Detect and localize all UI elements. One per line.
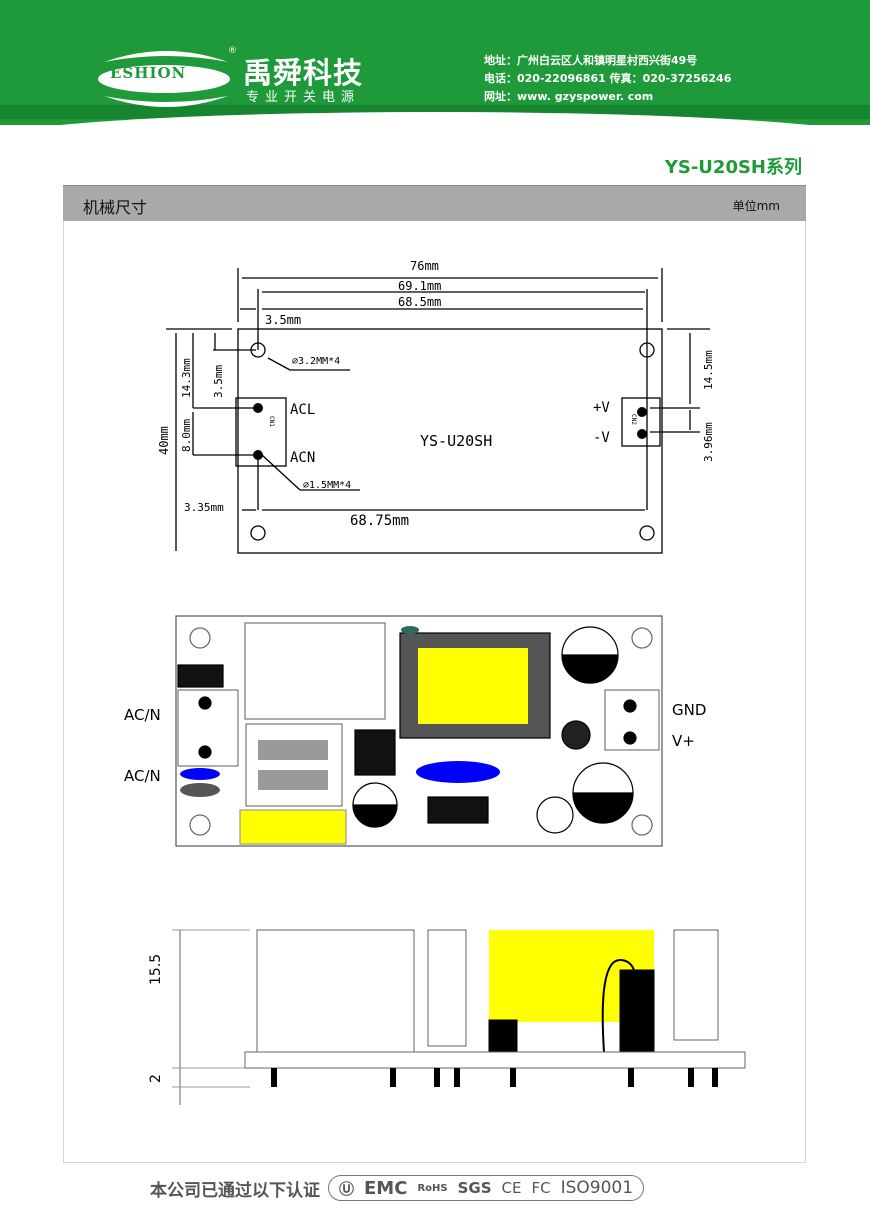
dim-8-0: 8.0mm: [180, 419, 193, 452]
hole-small-label: ⌀1.5MM*4: [303, 480, 351, 491]
fcc-cert-icon: FC: [531, 1179, 551, 1197]
iso-cert-icon: ISO9001: [560, 1178, 634, 1198]
mount-hole: [250, 525, 266, 541]
acn-label-2: AC/N: [124, 767, 161, 785]
dim-3-96: 3.96mm: [702, 422, 715, 462]
dim-14-3: 14.3mm: [180, 358, 193, 398]
nv-label: -V: [593, 430, 610, 446]
dim-68-5: 68.5mm: [398, 295, 441, 309]
fuse: [177, 664, 224, 688]
dim-width: 76mm: [410, 259, 439, 273]
certifications-footer: 本公司已通过以下认证 Ⓤ EMC RoHS SGS CE FC ISO9001: [150, 1175, 645, 1201]
mount-hole-crosshair: [189, 627, 653, 836]
emc-cert-icon: EMC: [364, 1177, 408, 1199]
contact-info: 地址：广州白云区人和镇明星村西兴街49号 电话：020-22096861 传真：…: [484, 52, 731, 106]
certification-label: 本公司已通过以下认证: [150, 1180, 320, 1201]
eshion-logo-icon: [98, 51, 230, 107]
registered-mark: ®: [228, 46, 237, 56]
height-label: 15.5: [148, 954, 164, 985]
sgs-cert-icon: SGS: [457, 1179, 492, 1197]
acn-label: ACN: [290, 450, 315, 466]
phone-fax: 电话：020-22096861 传真：020-37256246: [484, 72, 732, 85]
gnd-label: GND: [672, 701, 706, 719]
section-bar: 机械尺寸 单位mm: [63, 185, 806, 221]
drawing-area: [63, 221, 806, 1163]
hole-large-label: ⌀3.2MM*4: [292, 356, 340, 367]
cert-logos: Ⓤ EMC RoHS SGS CE FC ISO9001: [328, 1175, 645, 1201]
top-view-drawing: [166, 268, 710, 554]
acn-label-1: AC/N: [124, 706, 161, 724]
cn2-label: CN2: [630, 414, 637, 425]
dim-3-5: 3.5mm: [265, 313, 301, 327]
dim-3-35: 3.35mm: [184, 501, 224, 514]
brand-slogan: 专业开关电源: [246, 90, 361, 105]
mount-hole: [639, 525, 655, 541]
ic-chip: [354, 729, 396, 776]
pcb-outline: [237, 328, 663, 554]
dim-40: 40mm: [157, 426, 171, 455]
dim-69-1: 69.1mm: [398, 279, 441, 293]
pin-length-label: 2: [148, 1074, 164, 1083]
cn1-connector: [235, 397, 287, 467]
model-label: YS-U20SH: [420, 432, 492, 450]
cn2-connector: [621, 397, 661, 447]
blue-capacitor: [180, 768, 220, 780]
dim-68-75: 68.75mm: [350, 513, 409, 529]
banner-curve: [0, 112, 870, 125]
section-title: 机械尺寸: [83, 198, 148, 217]
vplus-label: V+: [672, 732, 695, 750]
cn1-label: CN1: [268, 416, 275, 427]
rohs-cert-icon: RoHS: [417, 1182, 448, 1194]
series-title: YS-U20SH系列: [664, 157, 802, 178]
ce-cert-icon: CE: [501, 1179, 522, 1197]
website[interactable]: 网址：www. gzyspower. com: [484, 90, 654, 103]
acl-label: ACL: [290, 402, 315, 418]
component-view-drawing: [175, 615, 663, 847]
relay: [244, 622, 386, 720]
dim-3-5-v: 3.5mm: [212, 365, 225, 398]
address: 地址：广州白云区人和镇明星村西兴街49号: [484, 54, 698, 67]
common-mode-choke: [245, 723, 343, 807]
brand-name: 禹舜科技: [243, 56, 364, 90]
side-view-drawing: [172, 929, 746, 1105]
unit-label: 单位mm: [732, 199, 780, 213]
mount-hole: [639, 342, 655, 358]
ul-cert-icon: Ⓤ: [339, 1179, 355, 1198]
pv-label: +V: [593, 400, 610, 416]
dim-14-5: 14.5mm: [702, 350, 715, 390]
terminals: [253, 403, 647, 460]
logo-text: ESHION: [110, 64, 187, 82]
